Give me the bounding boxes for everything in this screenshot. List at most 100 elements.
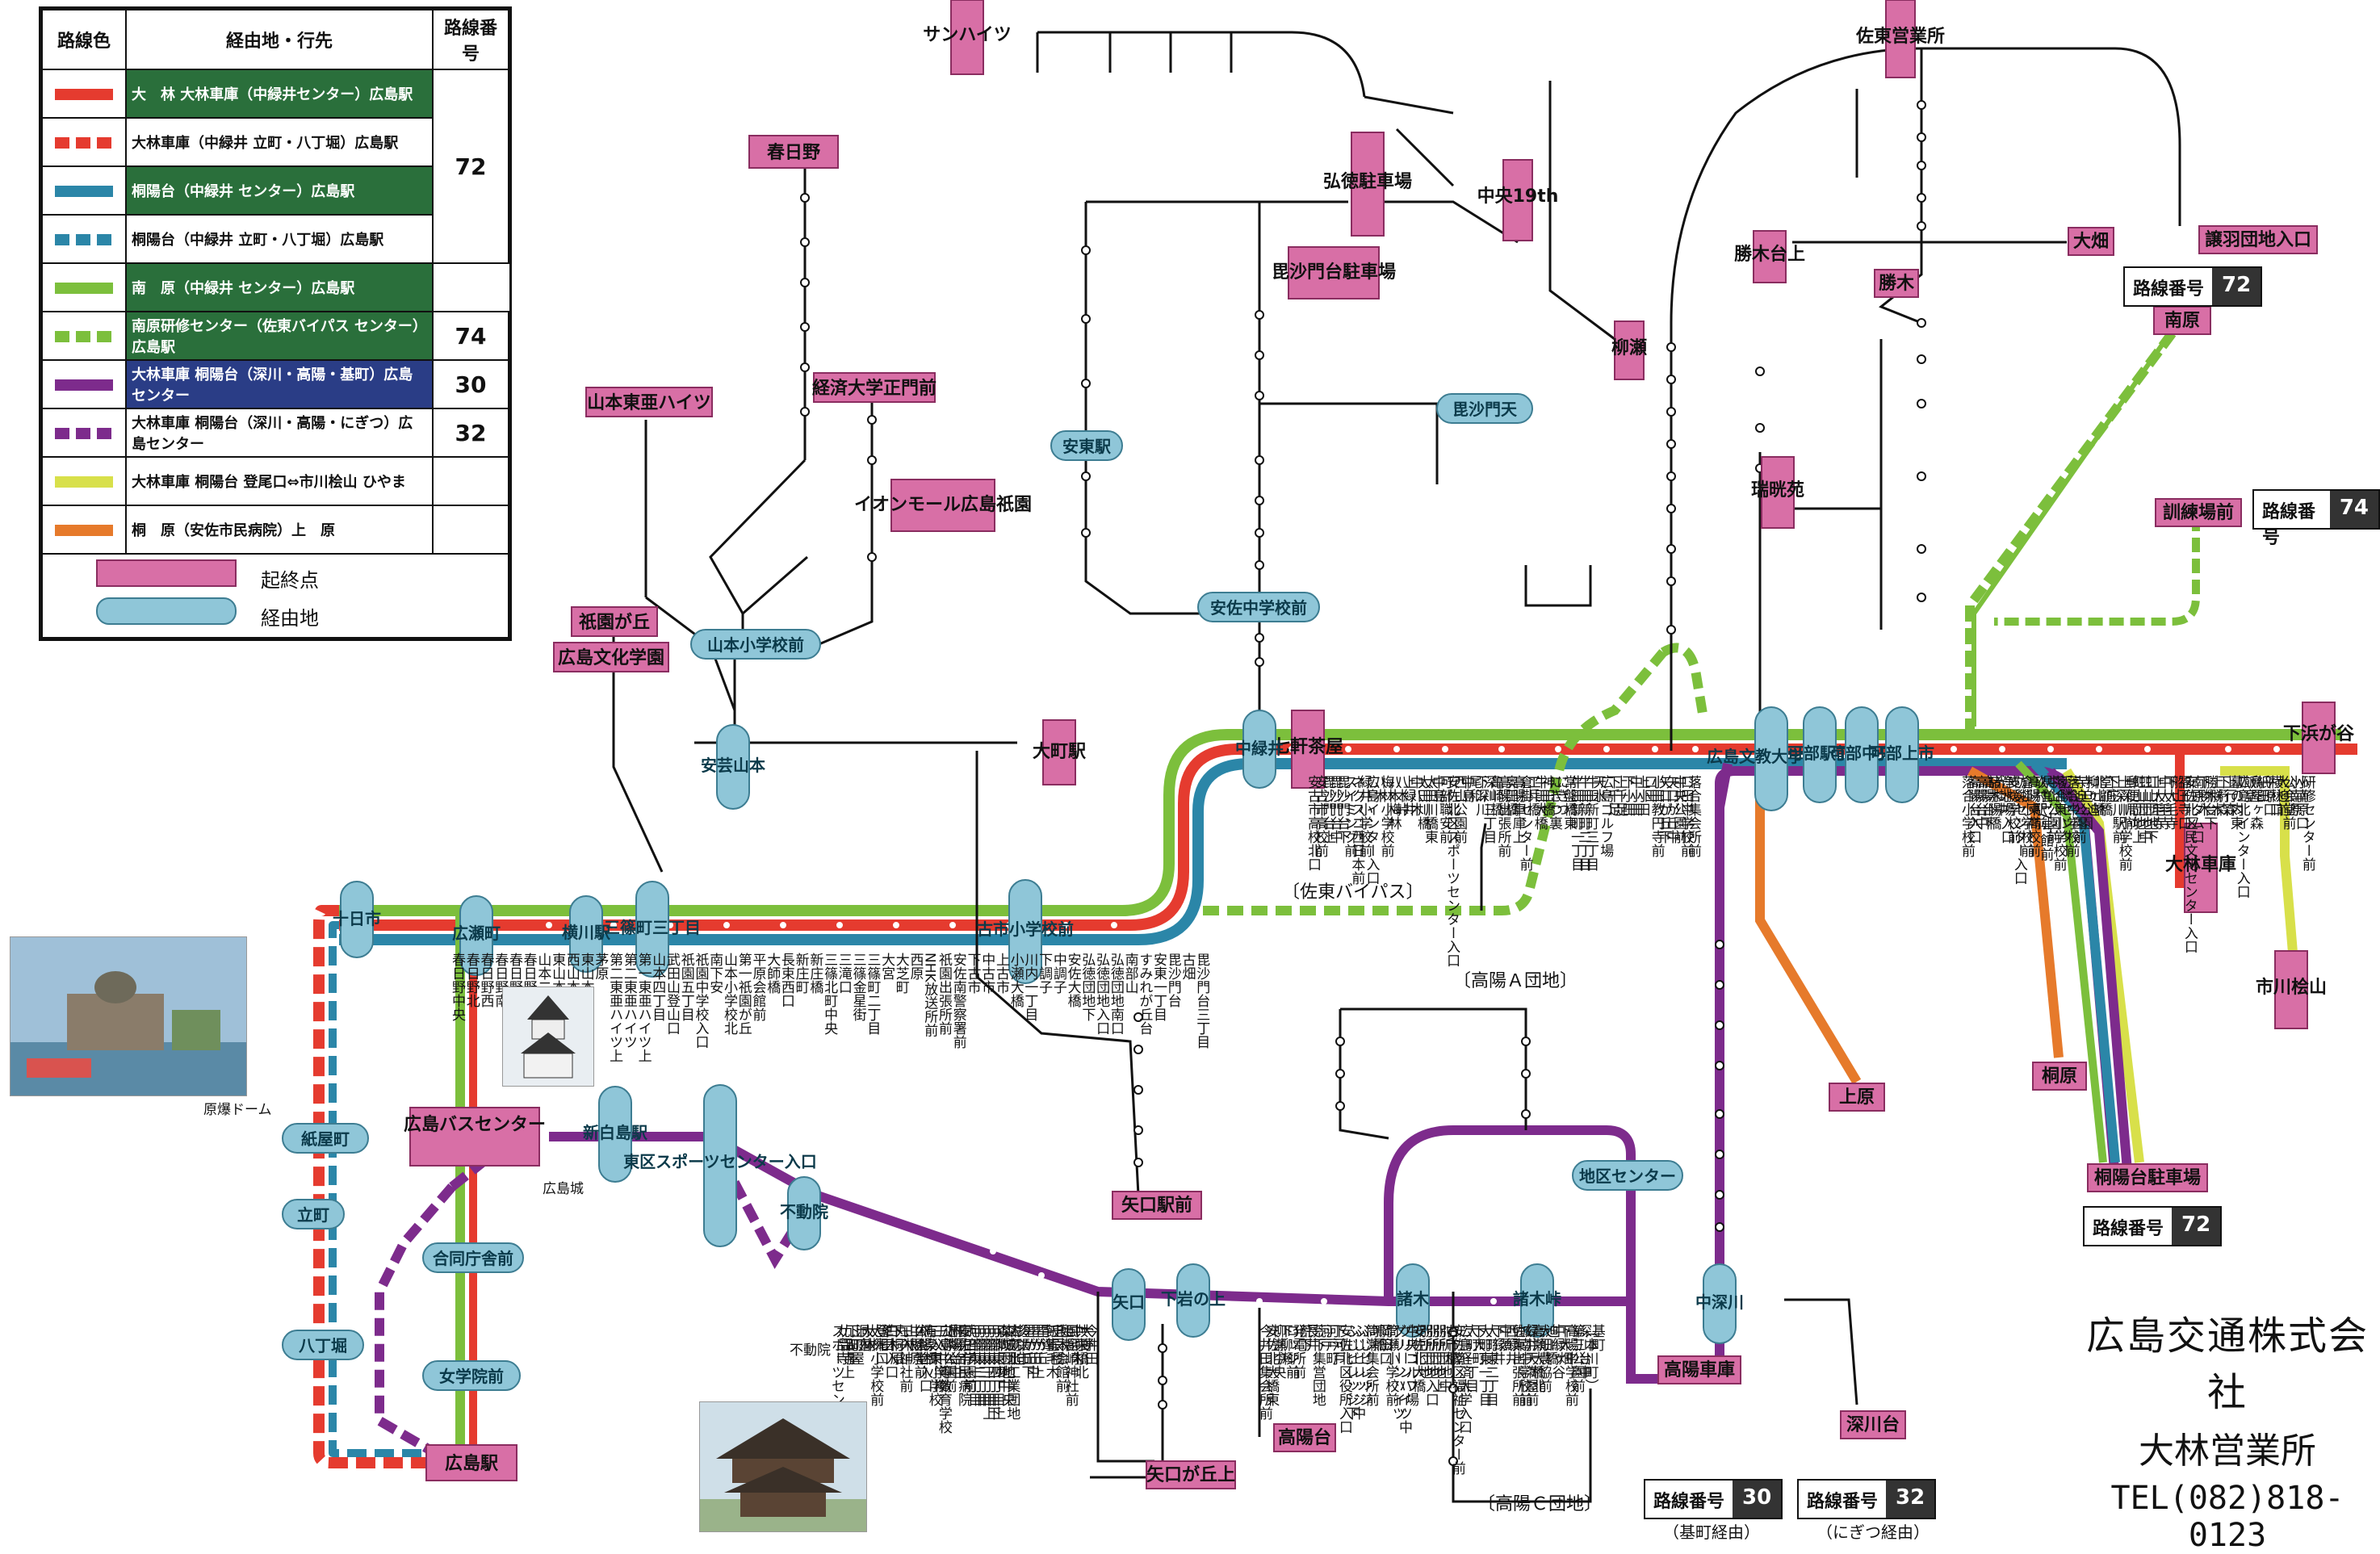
svg-text:高陽台: 高陽台 (1278, 1427, 1331, 1448)
terminal-uehara[interactable]: 上原 (1829, 1083, 1885, 1112)
terminal-chuo19[interactable]: 中央19th (1477, 159, 1559, 241)
via-yaguchi[interactable]: 矢口 (1112, 1268, 1146, 1341)
terminal-koutoku-park[interactable]: 弘徳駐車場 (1323, 132, 1412, 237)
bus-stop-label: 公会堂前 (2280, 775, 2297, 831)
bus-stop-label: 船山 (2168, 775, 2185, 802)
route-badge-number: 74 (2329, 491, 2378, 528)
terminal-fukawa[interactable]: 深川台 (1840, 1410, 1906, 1439)
terminal-sanhaitsu[interactable]: サンハイツ (923, 0, 1012, 75)
bus-stop-label: 祇園五丁目 (678, 953, 695, 1021)
via-tatemachi[interactable]: 立町 (282, 1199, 345, 1229)
via-furuichi[interactable]: 古市小学校前 (977, 879, 1074, 984)
terminal-takaya[interactable]: 高陽台 (1273, 1423, 1336, 1452)
bus-stop-label: 中須 (1495, 1324, 1512, 1351)
via-kamiyacho[interactable]: 紙屋町 (282, 1123, 369, 1154)
legend-color-bar (55, 234, 113, 245)
via-yamamoto-school[interactable]: 山本小学校前 (690, 629, 821, 660)
terminal-omachi[interactable]: 大町駅 (1033, 719, 1086, 785)
via-jogakuin[interactable]: 女学院前 (422, 1360, 521, 1391)
svg-text:毘沙門台駐車場: 毘沙門台駐車場 (1272, 262, 1396, 283)
bus-stop-label: 虹山団地中 (2135, 775, 2152, 844)
legend-swatch (41, 311, 127, 361)
terminal-touyou-park[interactable]: 桐陽台駐車場 (2087, 1163, 2208, 1192)
company-tel: TEL(082)818-0123 (2110, 1480, 2344, 1554)
via-nakamidorii[interactable]: 中緑井 (1235, 710, 1284, 789)
via-chiikicenter[interactable]: 地区センター (1572, 1160, 1683, 1191)
terminal-kasugano[interactable]: 春日野 (748, 135, 839, 169)
bus-stop-label: 宇津 (1038, 1324, 1055, 1351)
terminal-aeon[interactable]: イオンモール広島祇園 (854, 479, 1032, 532)
terminal-kunren[interactable]: 訓練場前 (2155, 498, 2242, 527)
via-mitaki[interactable]: 三篠町三丁目 (604, 881, 701, 978)
bus-stop-label: 岡田口 (1376, 1324, 1392, 1365)
bus-stop-label: 八木峠 (1393, 775, 1410, 816)
via-yokogawa[interactable]: 横川駅 (562, 895, 610, 973)
via-bishamon[interactable]: 毘沙門天 (1436, 393, 1533, 424)
via-kabe-chuo[interactable]: 可部中央 (1829, 706, 1895, 803)
bus-stop-label: 中島 (1429, 775, 1445, 803)
via-shimoiwa[interactable]: 下岩の上 (1161, 1263, 1226, 1338)
via-yasuchu[interactable]: 安佐中学校前 (1197, 592, 1320, 622)
bus-stop-label: 郵便局前 (2122, 775, 2139, 831)
bus-stop-label: 下小田 (1619, 775, 1636, 816)
svg-text:中深川: 中深川 (1695, 1292, 1744, 1312)
terminal-yaguchi-oka[interactable]: 矢口が丘上 (1146, 1460, 1236, 1489)
bus-stop-label: 常盤橋東 (1561, 775, 1578, 830)
bus-stop-label: 中央公園前 (1670, 775, 1687, 844)
bus-stop-label: 倉掛センター前 (1517, 775, 1534, 872)
terminal-bunka[interactable]: 広島文化学園 (553, 642, 669, 672)
bus-stop-label: 近隣公園前 (941, 1324, 957, 1393)
terminal-yamamoto-heights[interactable]: 山本東亜ハイツ (585, 387, 713, 417)
terminal-hiroshima-bc[interactable]: 広島バスセンター (404, 1107, 546, 1167)
via-hacchobori[interactable]: 八丁堀 (282, 1330, 364, 1360)
terminal-obayashi[interactable]: 大林車庫 (2165, 823, 2236, 913)
via-kabe-kami[interactable]: 可部上市 (1870, 706, 1934, 803)
terminal-kyuden[interactable]: 譲羽団地入口 (2198, 225, 2318, 254)
terminal-hatake[interactable]: 大畑 (2068, 227, 2114, 256)
terminal-yaguchi[interactable]: 矢口駅前 (1112, 1191, 1202, 1220)
terminal-nanbara[interactable]: 南原 (2153, 306, 2211, 335)
via-kabe-eki[interactable]: 可部駅前 (1787, 706, 1852, 803)
via-moroki[interactable]: 諸木 (1396, 1263, 1430, 1338)
via-fudoin[interactable]: 不動院 (780, 1176, 828, 1250)
via-yasuhigashi[interactable]: 安東駅 (1050, 430, 1123, 461)
via-juukamachi[interactable]: 十日市 (333, 881, 381, 958)
terminal-kirihara[interactable]: 桐原 (2032, 1062, 2087, 1091)
via-hirose[interactable]: 広瀬町 (452, 895, 501, 976)
terminal-bishamon-park[interactable]: 毘沙門台駐車場 (1272, 246, 1396, 299)
via-nakafukawa[interactable]: 中深川 (1695, 1263, 1744, 1344)
via-aki-yamamoto[interactable]: 安芸山本 (701, 724, 765, 810)
legend-key-terminal-label: 起終点 (261, 569, 319, 592)
terminal-nanaken[interactable]: 七軒茶屋 (1272, 710, 1343, 789)
terminal-takaya-garage[interactable]: 高陽車庫 (1657, 1355, 1741, 1384)
via-goudou[interactable]: 合同庁舎前 (422, 1242, 524, 1273)
bus-stop-label: 寺迫公園 (2076, 775, 2093, 830)
bus-stop-label: すみれが丘台 (1136, 953, 1153, 1035)
terminal-yanagise[interactable]: 柳瀬 (1611, 320, 1647, 380)
terminal-katsuki[interactable]: 勝木 (1874, 269, 1919, 298)
terminal-gionoka[interactable]: 祇園が丘 (571, 606, 658, 637)
terminal-keizai[interactable]: 経済大学正門前 (812, 372, 936, 403)
via-morokitouge[interactable]: 諸木峠 (1513, 1263, 1561, 1338)
route-badge-label: 路線番号 (1653, 1492, 1725, 1512)
bus-stop-label: 新庄町 (793, 953, 810, 994)
bus-stop-label: 幕の内東 (2227, 775, 2244, 830)
bus-stop-label: 天水 (1590, 775, 1607, 802)
terminal-satou[interactable]: 佐東営業所 (1855, 0, 1945, 78)
terminal-zuiko[interactable]: 瑞晄苑 (1751, 456, 1804, 529)
bus-stop-label: 安佐南警察署前 (950, 953, 967, 1049)
terminal-katsuki-dai[interactable]: 勝木台上 (1734, 230, 1805, 283)
bus-stop-label: 平原会館前 (749, 953, 766, 1022)
terminal-hiroshima-eki[interactable]: 広島駅 (425, 1444, 517, 1481)
bus-stop-label: 上大毛寺 (2148, 775, 2165, 830)
bus-stop-label: 南下安 (706, 953, 723, 994)
bus-stop-label: 白木入口 (882, 1324, 899, 1379)
terminal-shimogamo[interactable]: 下浜が谷 (2283, 702, 2355, 774)
svg-text:下浜が谷: 下浜が谷 (2283, 723, 2355, 744)
bus-stop-label: 上緑井 (1400, 775, 1417, 816)
via-higashiku[interactable]: 東区スポーツセンター入口 (623, 1084, 817, 1247)
terminal-ichikawa[interactable]: 市川桧山 (2256, 950, 2327, 1029)
bus-stop-label: 上古市 (993, 953, 1010, 994)
via-shinhakushima[interactable]: 新白島駅 (583, 1086, 647, 1183)
